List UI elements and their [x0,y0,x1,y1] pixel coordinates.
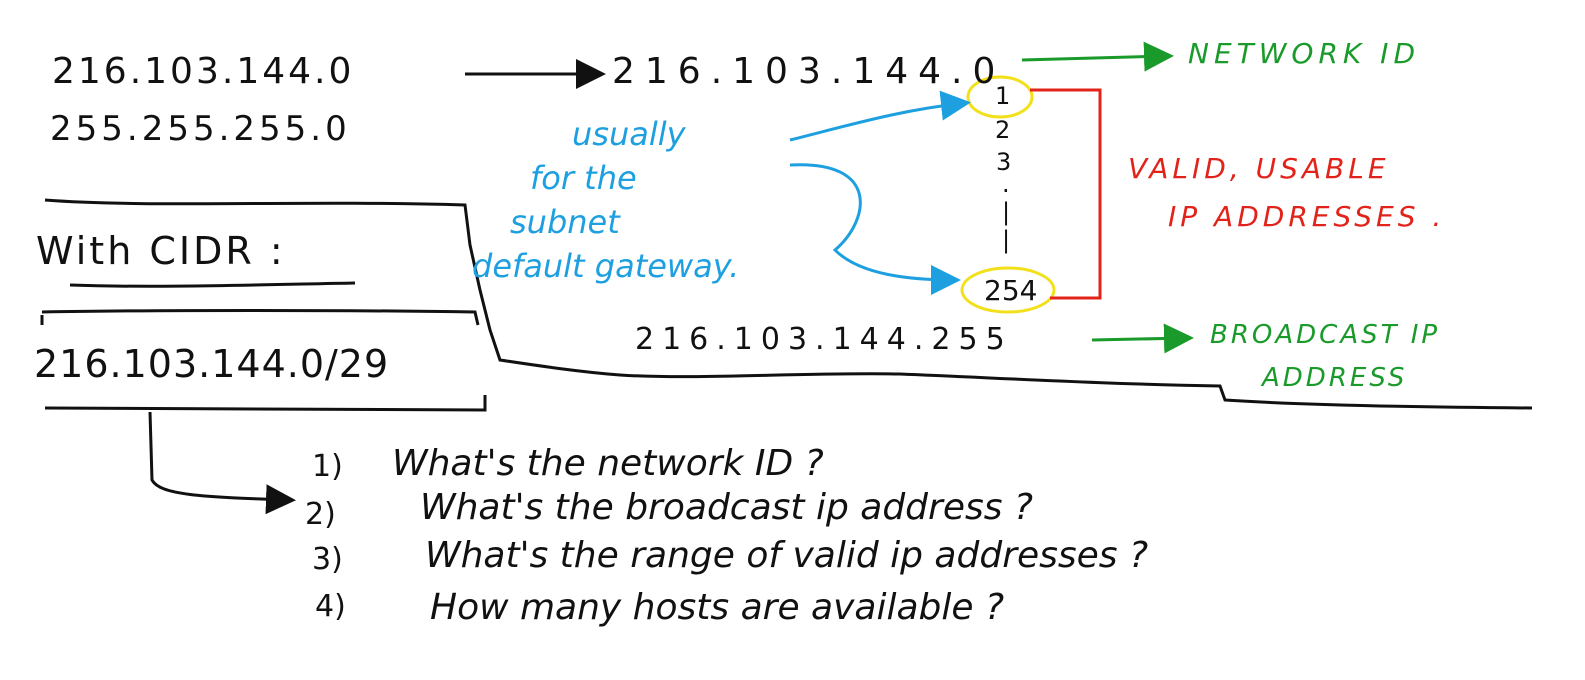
network-ip: 216.103.144.0 [612,51,1006,92]
range-item-2: 2 [995,116,1011,144]
network-id-label: NETWORK ID [1188,37,1420,70]
range-tick-2: | [1002,226,1011,254]
question-1-text: What's the network ID ? [392,443,824,484]
gateway-note-line4: default gateway. [472,247,740,285]
range-tick-1: | [1002,198,1011,226]
range-dot: . [1002,170,1010,198]
valid-label-line2: IP ADDRESSES . [1168,200,1446,233]
question-4-text: How many hosts are available ? [430,587,1005,628]
gateway-note-line3: subnet [510,203,620,241]
range-item-1: 1 [995,82,1011,110]
cidr-heading: With CIDR : [36,229,286,273]
question-1-number: 1) [312,449,343,484]
broadcast-label-line2: ADDRESS [1262,363,1408,393]
gateway-note-line2: for the [530,159,637,197]
cidr-underline [69,281,356,288]
gateway-arrow-last [789,163,961,295]
valid-label-line1: VALID, USABLE [1128,152,1390,185]
cidr-box [40,309,487,412]
question-3-number: 3) [312,542,343,577]
valid-range-bracket [1030,88,1102,300]
broadcast-label-line1: BROADCAST IP [1210,320,1441,350]
range-item-3: 3 [996,148,1012,176]
torn-divider [44,198,1533,410]
cidr-to-questions-arrow [148,411,296,515]
broadcast-ip: 216.103.144.255 [635,322,1013,357]
broadcast-arrow [1091,323,1194,354]
last-host-circle [960,266,1056,314]
question-3-text: What's the range of valid ip addresses ? [425,535,1149,576]
subnet-mask: 255.255.255.0 [50,109,351,149]
question-2-text: What's the broadcast ip address ? [420,487,1034,528]
network-id-arrow [1021,41,1174,72]
cidr-notation: 216.103.144.0/29 [34,342,390,386]
question-2-number: 2) [305,497,336,532]
question-4-number: 4) [315,589,346,624]
source-ip: 216.103.144.0 [52,51,355,92]
range-item-254: 254 [984,274,1038,307]
gateway-arrow-first [789,90,971,142]
gateway-note-line1: usually [572,115,686,153]
